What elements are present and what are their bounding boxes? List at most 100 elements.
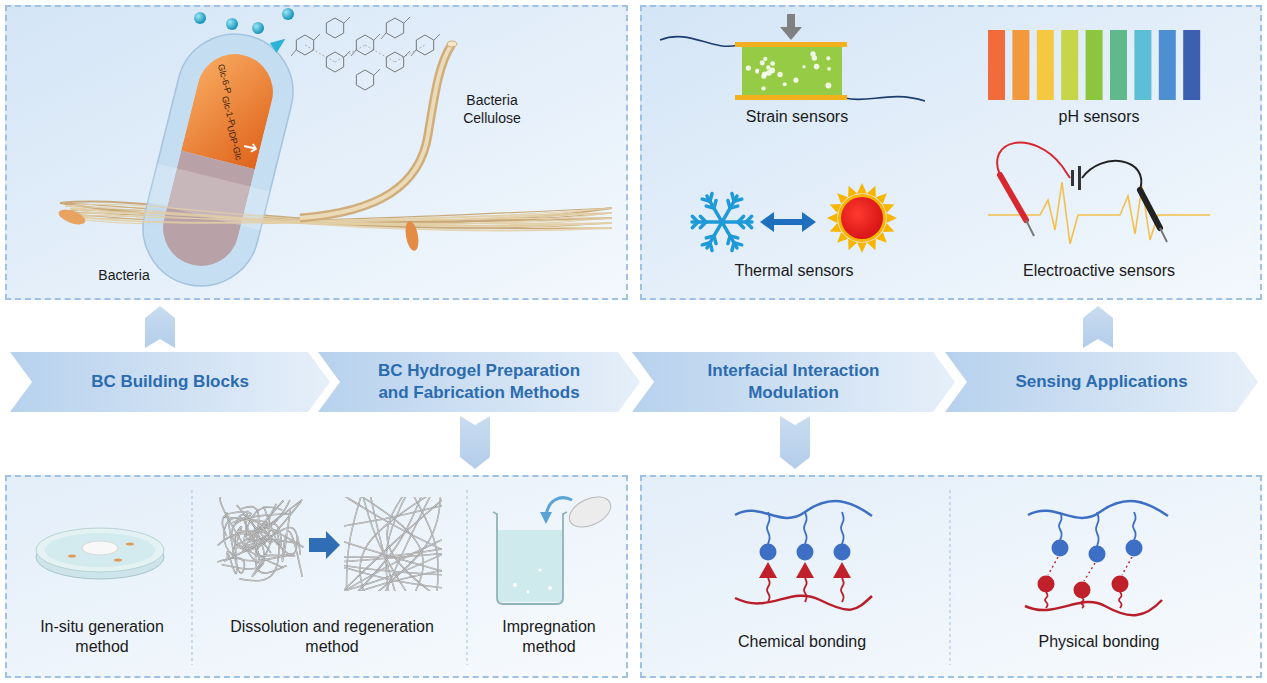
bacterium-cell: [243, 142, 257, 153]
cellulose-molecule: [314, 34, 320, 40]
physical-bond-icon: [1074, 582, 1091, 599]
chemical-bond-icon: [735, 596, 872, 610]
cellulose-molecule: [356, 70, 373, 90]
physical-bond-icon: [1119, 592, 1122, 608]
strain-sensor-icon: [827, 67, 831, 71]
strain-sensor-icon: [783, 82, 787, 86]
chevron-fill: [945, 352, 1258, 412]
cellulose-molecule: [335, 45, 365, 62]
panel-label: In-situ generation method: [22, 617, 182, 657]
chevron-fill: [318, 352, 640, 412]
cellulose-molecule: [411, 50, 416, 56]
petri-dish: [126, 542, 134, 545]
fiber-network: [344, 548, 442, 557]
cellulose-strand: [300, 44, 452, 218]
electrode-icon: [988, 143, 1210, 244]
strain-sensor-icon: [814, 64, 820, 70]
strain-sensor-icon: [770, 61, 775, 66]
ph-scale-icon: [1183, 30, 1200, 100]
fiber-network: [367, 497, 441, 591]
chemical-bond-icon: [841, 512, 844, 544]
physical-bond-icon: [1126, 540, 1143, 557]
step-chevron: Interfacial Interaction Modulation: [632, 352, 955, 412]
thermal-icon: [692, 183, 897, 253]
electrode-icon: [1078, 166, 1081, 190]
fiber-network: [344, 541, 442, 573]
panel-label: Physical bonding: [999, 632, 1199, 652]
electrode-icon: [997, 143, 1070, 178]
step-label: BC Building Blocks: [91, 371, 249, 393]
sun-icon: [857, 243, 867, 253]
rod-bacterium: [57, 207, 421, 252]
electrode-icon: [1082, 161, 1141, 190]
fiber-network: [344, 553, 442, 591]
chemical-bond-icon: [767, 578, 770, 602]
fiber-network: [224, 518, 304, 561]
physical-bond-icon: [1122, 557, 1132, 575]
fiber-network: [344, 553, 442, 591]
ph-scale-icon: [1134, 30, 1151, 100]
cellulose-molecule: [344, 51, 350, 57]
cellulose-strand: [447, 41, 457, 47]
fiber-network: [367, 497, 441, 591]
strain-sensor-icon: [769, 68, 775, 74]
cellulose-molecule: [291, 17, 440, 90]
strain-sensor-icon: [802, 65, 805, 68]
chemical-bond-icon: [796, 562, 814, 578]
cellulose-molecule: [344, 17, 350, 23]
physical-bond-icon: [1089, 546, 1106, 563]
chevron-text-holder: BC Building Blocks: [10, 352, 330, 412]
chemical-bond-icon: [841, 578, 844, 602]
fiber-network: [282, 510, 302, 577]
panel-label: Thermal sensors: [704, 261, 884, 281]
panel-background: [5, 5, 1262, 678]
glucose-dot: [226, 18, 238, 30]
cellulose-molecule: [434, 34, 440, 40]
fiber-network: [282, 510, 302, 577]
physical-bond-icon: [1048, 557, 1058, 575]
content-panel: In-situ generation methodDissolution and…: [5, 475, 628, 678]
step-label: BC Hydrogel Preparation and Fabrication …: [361, 360, 597, 404]
snowflake-icon: [692, 216, 698, 222]
cellulose-molecule: [365, 45, 395, 62]
beaker-icon: [538, 568, 541, 571]
separator: [192, 490, 950, 665]
snowflake-icon: [734, 199, 742, 201]
cellulose-molecule: [305, 45, 335, 62]
fiber-network: [369, 497, 397, 591]
petri-dish: [36, 528, 164, 579]
chevron-text-holder: BC Hydrogel Preparation and Fabrication …: [318, 352, 640, 412]
chemical-bond-icon: [767, 512, 770, 544]
snowflake-icon: [732, 243, 734, 251]
flow-arrow: [145, 306, 175, 348]
strain-sensor-icon: [735, 42, 847, 47]
electrode-icon: [1160, 228, 1167, 242]
fiber-network: [344, 541, 442, 573]
sun-icon: [838, 194, 886, 242]
sun-icon: [887, 213, 897, 223]
snowflake-icon: [746, 222, 752, 228]
physical-bond-icon: [1081, 598, 1084, 608]
cellulose-molecule: [291, 50, 296, 56]
cellulose-molecule: [351, 50, 356, 56]
snowflake-icon: [710, 193, 712, 201]
fiber-network: [350, 497, 424, 591]
chevron-fill: [10, 352, 330, 412]
strain-sensor-icon: [793, 78, 798, 83]
panel-background: [5, 475, 628, 678]
physical-bond-icon: [1025, 501, 1168, 615]
bacterium-cell: [131, 22, 305, 298]
fiber-network: [224, 518, 304, 561]
physical-bond-icon: [1133, 512, 1136, 540]
fiber-network: [238, 544, 284, 568]
snowflake-icon: [728, 236, 730, 244]
cellulose-molecule: [374, 34, 380, 40]
strain-sensor-icon: [826, 56, 830, 60]
glucose-dot: [194, 8, 294, 34]
physical-bond-icon: [1059, 512, 1062, 540]
ph-scale-icon: [1159, 30, 1176, 100]
panel-label: Chemical bonding: [702, 632, 902, 652]
fiber-network: [222, 512, 251, 536]
strain-sensor-icon: [760, 60, 765, 65]
